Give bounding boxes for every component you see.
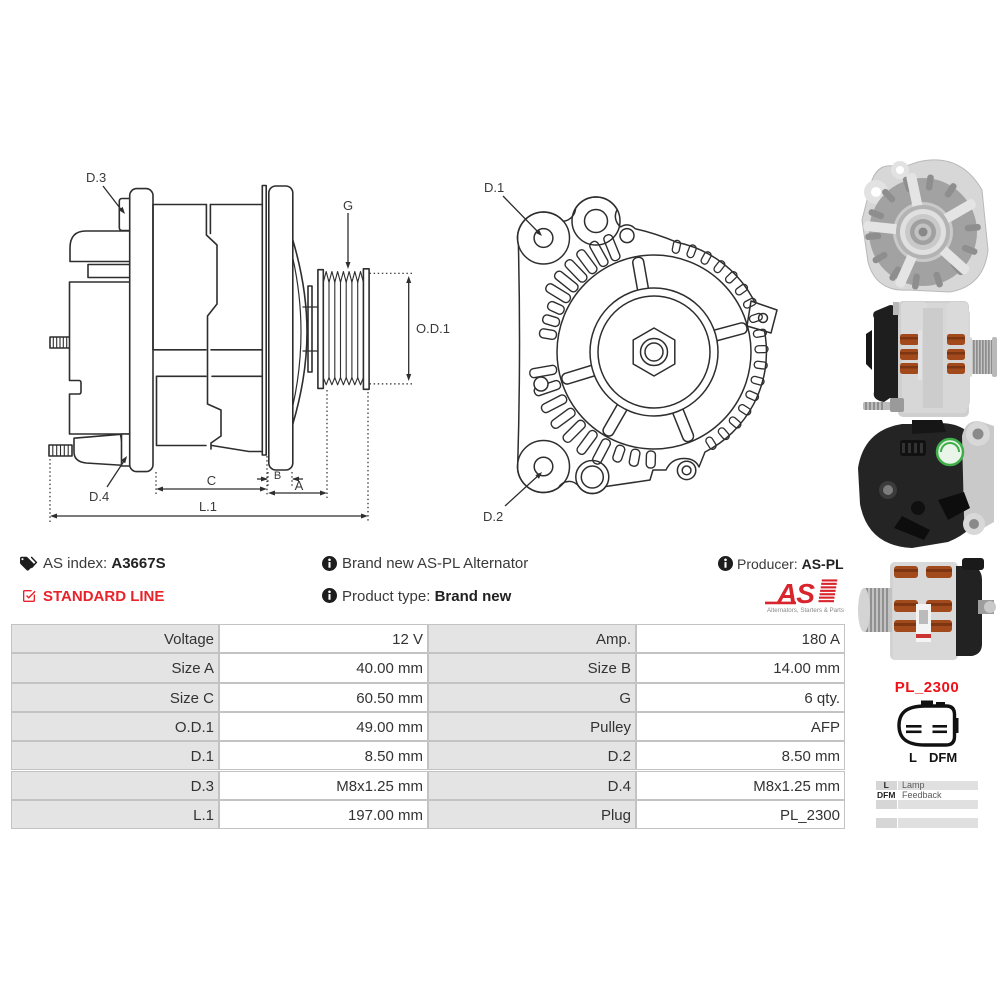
- svg-text:D.2: D.2: [483, 509, 503, 524]
- svg-text:L.1: L.1: [199, 499, 217, 514]
- svg-text:O.D.1: O.D.1: [416, 321, 450, 336]
- svg-text:A: A: [295, 478, 304, 493]
- svg-text:Alternators, Starters & Parts: Alternators, Starters & Parts: [767, 607, 844, 614]
- svg-text:D.3: D.3: [86, 170, 106, 185]
- svg-text:B: B: [274, 470, 281, 482]
- svg-text:D.1: D.1: [484, 180, 504, 195]
- svg-text:AS: AS: [776, 578, 815, 609]
- svg-text:C: C: [207, 473, 216, 488]
- svg-text:G: G: [343, 198, 353, 213]
- svg-text:D.4: D.4: [89, 489, 109, 504]
